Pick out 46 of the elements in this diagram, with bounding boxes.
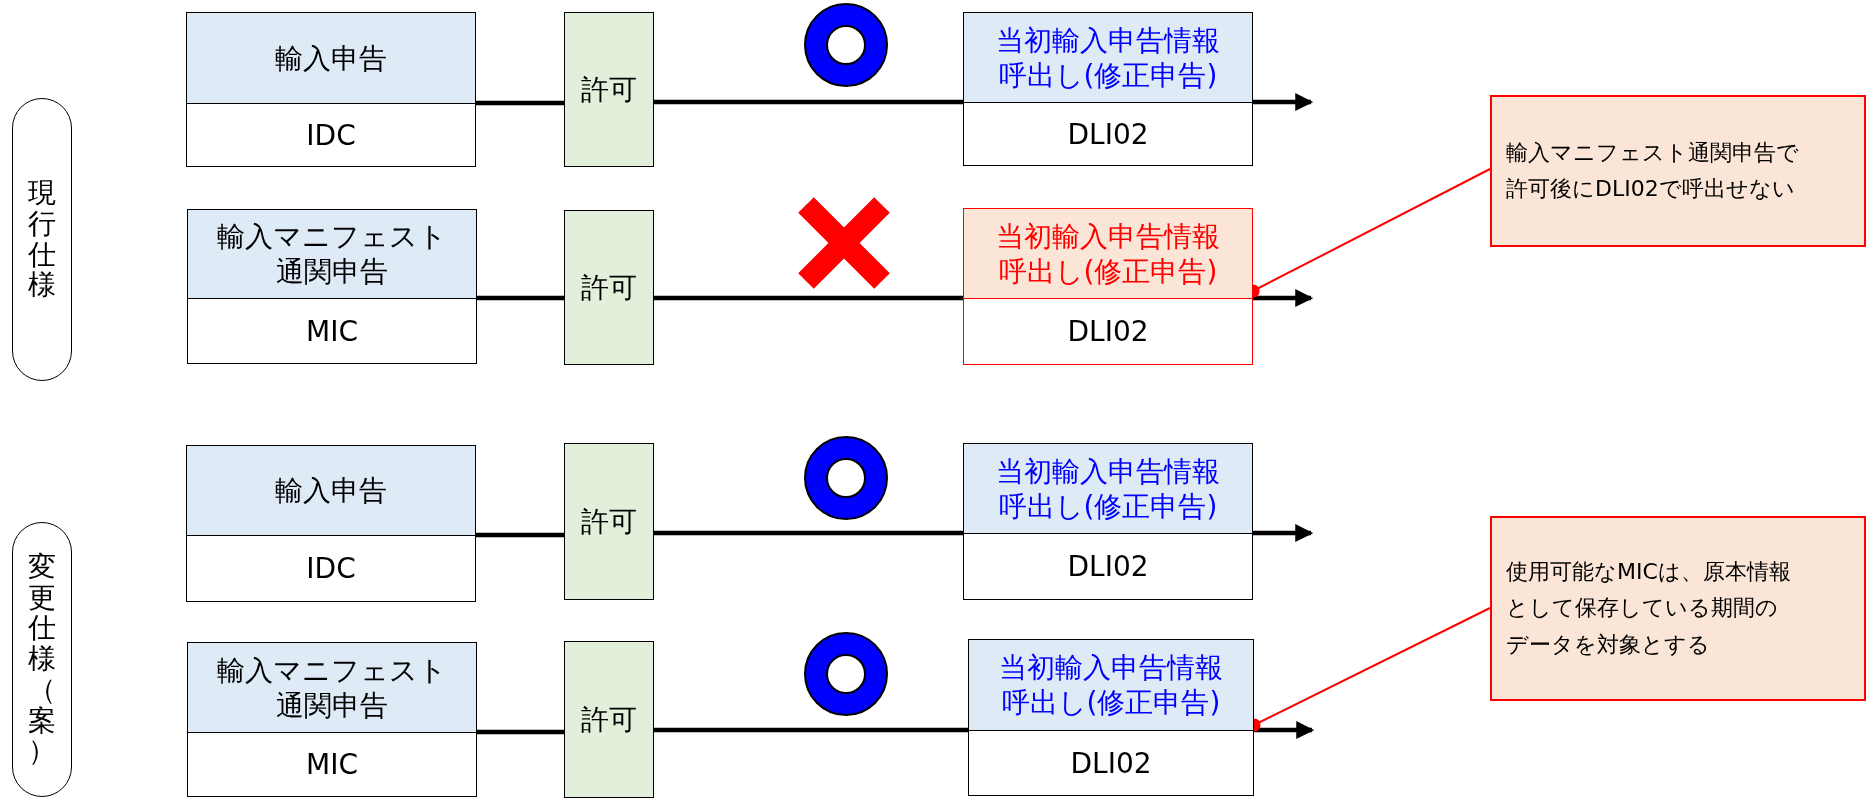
process-title: 輸入マニフェスト通関申告 [216, 652, 448, 723]
note-text: 輸入マニフェスト通関申告で許可後にDLI02で呼出せない [1506, 138, 1800, 203]
note-box [1490, 95, 1866, 247]
process-box [187, 642, 477, 797]
process-title: 輸入マニフェスト通関申告 [216, 219, 448, 289]
connector-line [476, 100, 564, 106]
connector-line [477, 729, 564, 735]
note-text: 使用可能なMICは、原本情報として保存している期間のデータを対象とする [1506, 558, 1791, 659]
process-code: IDC [306, 118, 356, 152]
note-box [1490, 516, 1866, 701]
connector-line [654, 295, 963, 301]
process-box [186, 12, 476, 167]
arrow [1253, 93, 1314, 111]
connector-line [476, 532, 564, 538]
rounded-label-box: 変更仕様（案） [12, 522, 72, 797]
permit-box: 許可 [564, 12, 654, 167]
arrow [1253, 289, 1314, 307]
rounded-label-box: 現行仕様 [12, 98, 72, 381]
process-box [963, 12, 1253, 166]
process-title: 当初輸入申告情報呼出し(修正申告) [998, 650, 1224, 720]
connector-line [477, 295, 564, 301]
process-code: DLI02 [1070, 746, 1152, 780]
permit-box: 許可 [564, 641, 654, 798]
process-code: DLI02 [1067, 315, 1149, 348]
process-code: MIC [306, 314, 358, 348]
process-title: 当初輸入申告情報呼出し(修正申告) [995, 453, 1221, 524]
permit-box: 許可 [564, 443, 654, 600]
process-title: 輸入申告 [275, 473, 387, 508]
connector-line [654, 727, 968, 733]
process-box [187, 209, 477, 364]
connector-line [654, 99, 963, 105]
process-code: DLI02 [1067, 550, 1149, 583]
process-box [963, 208, 1253, 365]
process-title: 輸入申告 [275, 40, 387, 76]
process-box [963, 443, 1253, 600]
process-code: MIC [306, 748, 358, 781]
connector-line [654, 530, 963, 536]
process-title: 当初輸入申告情報呼出し(修正申告) [995, 22, 1221, 93]
arrow [1254, 721, 1315, 739]
process-code: DLI02 [1067, 117, 1149, 151]
process-title: 当初輸入申告情報呼出し(修正申告) [995, 218, 1221, 289]
permit-box: 許可 [564, 210, 654, 365]
arrow [1253, 524, 1314, 542]
process-box [968, 639, 1254, 796]
process-code: IDC [306, 552, 356, 585]
process-box [186, 445, 476, 602]
